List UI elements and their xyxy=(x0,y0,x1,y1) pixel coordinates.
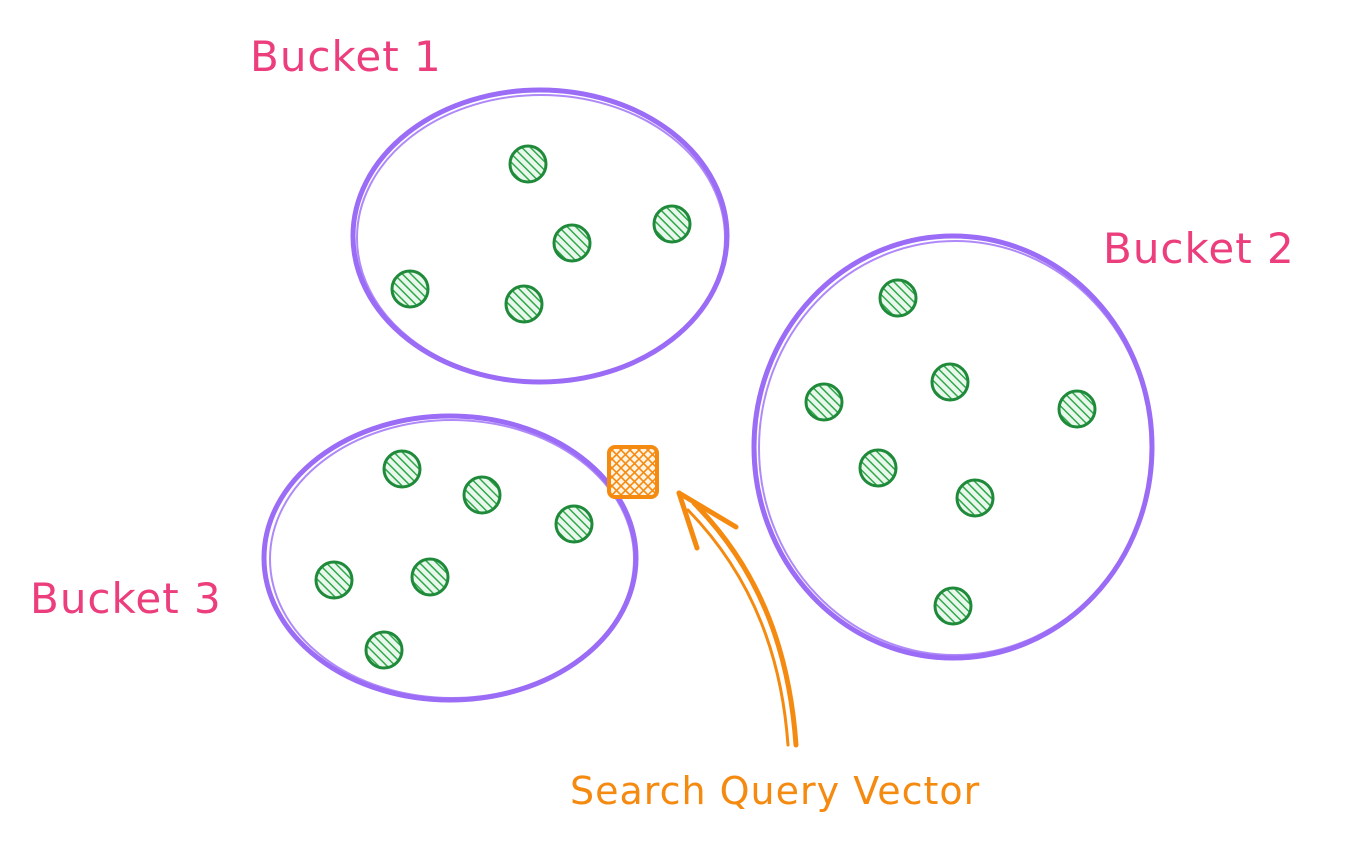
vector-point xyxy=(652,204,692,244)
vector-point xyxy=(364,630,404,670)
bucket-2-vectors xyxy=(804,278,1097,626)
vector-point xyxy=(1057,389,1097,429)
vector-point xyxy=(462,475,502,515)
vector-point xyxy=(955,478,995,518)
bucket-1-vectors xyxy=(390,144,692,324)
bucket-3-outline xyxy=(261,413,639,703)
vector-point xyxy=(382,449,422,489)
vector-point xyxy=(933,586,973,626)
query-vector-label: Search Query Vector xyxy=(570,769,981,813)
vector-point xyxy=(804,382,844,422)
bucket-3-vectors xyxy=(314,449,594,670)
vector-point xyxy=(878,278,918,318)
vector-point xyxy=(858,448,898,488)
vector-point xyxy=(552,223,592,263)
vector-point xyxy=(930,362,970,402)
query-vector-marker xyxy=(607,445,659,499)
vector-point xyxy=(410,557,450,597)
bucket-1-label: Bucket 1 xyxy=(250,32,442,81)
bucket-1-outline xyxy=(350,87,730,385)
bucket-3-label: Bucket 3 xyxy=(30,574,222,623)
vector-point xyxy=(508,144,548,184)
vector-point xyxy=(554,504,594,544)
vector-point xyxy=(504,284,544,324)
bucket-2-outline xyxy=(751,233,1155,661)
bucket-2-label: Bucket 2 xyxy=(1103,224,1295,273)
query-arrow xyxy=(676,490,799,748)
vector-point xyxy=(390,269,430,309)
vector-point xyxy=(314,560,354,600)
